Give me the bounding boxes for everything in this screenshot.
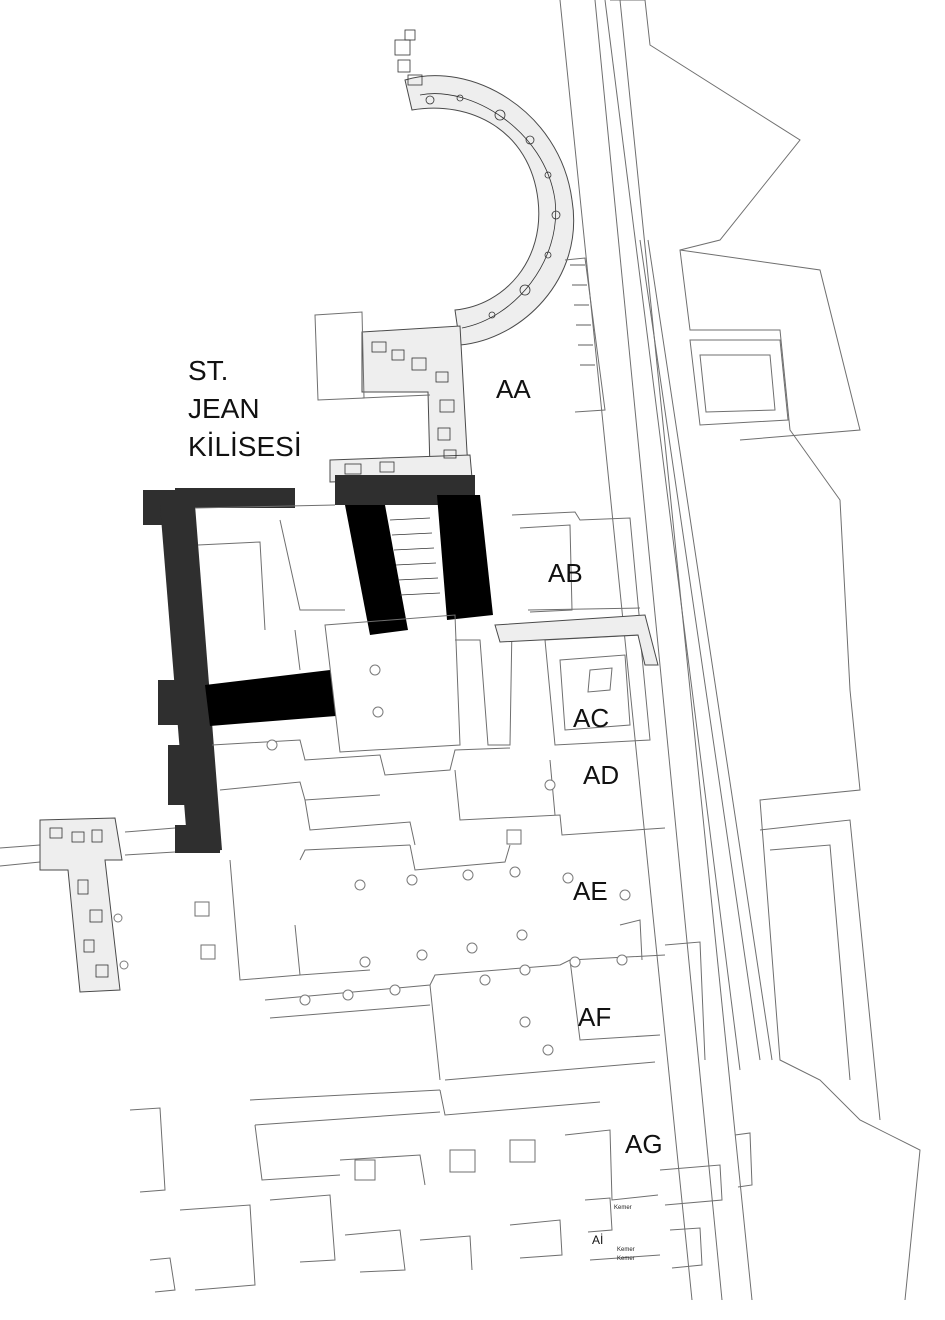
apse-ruins [394, 29, 575, 346]
zone-label-ae: AE [573, 876, 608, 906]
zone-label-ai: Aİ [592, 1233, 604, 1247]
zone-label-ad: AD [583, 760, 620, 790]
site-title: ST. JEAN KİLİSESİ [188, 352, 302, 466]
site-title-line1: ST. [188, 355, 229, 386]
zone-label-af: AF [578, 1002, 612, 1032]
column-bases [194, 664, 631, 1056]
zone-label-ac: AC [573, 703, 610, 733]
stair-hatching [389, 257, 606, 596]
kemer-label-1: Kemer [614, 1205, 632, 1211]
room-outlines [129, 504, 753, 1293]
site-title-line2: JEAN [188, 393, 260, 424]
west-annex [0, 817, 176, 993]
kemer-label-3: Kemer [617, 1256, 635, 1262]
east-buildings [610, 0, 921, 1301]
zone-label-ag: AG [625, 1129, 663, 1159]
street-lines [559, 0, 773, 1301]
kemer-label-2: Kemer [617, 1247, 635, 1253]
zone-label-ab: AB [548, 558, 583, 588]
site-title-line3: KİLİSESİ [188, 431, 302, 462]
zone-label-aa: AA [496, 374, 531, 404]
north-rubble-walls [314, 311, 473, 483]
church-walls [143, 475, 493, 853]
